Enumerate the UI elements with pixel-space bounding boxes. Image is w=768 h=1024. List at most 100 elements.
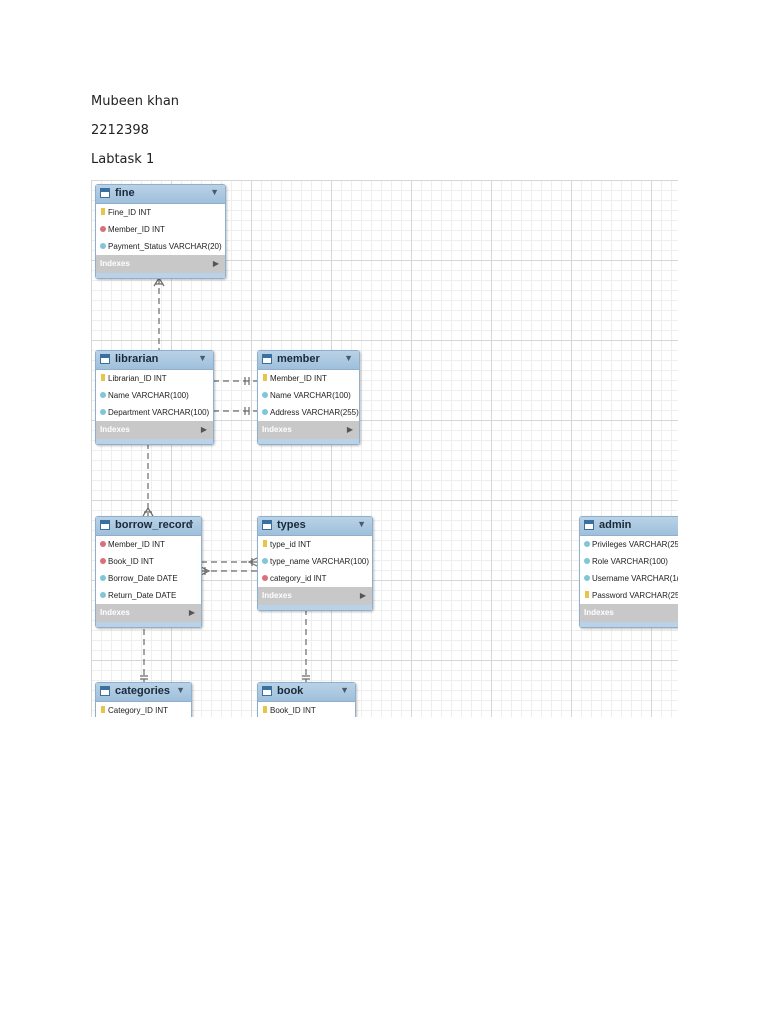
column-row[interactable]: Fine_ID INT bbox=[96, 204, 225, 221]
column-row[interactable]: type_name VARCHAR(100) bbox=[258, 553, 372, 570]
table-member[interactable]: member ▼ Member_ID INT Name VARCHAR(100)… bbox=[257, 350, 360, 445]
table-footer bbox=[258, 605, 372, 610]
bar-book bbox=[302, 675, 310, 680]
table-librarian[interactable]: librarian ▼ Librarian_ID INT Name VARCHA… bbox=[95, 350, 214, 445]
column-text: Privileges VARCHAR(25 bbox=[592, 540, 678, 549]
table-fine[interactable]: fine ▼ Fine_ID INT Member_ID INT Payment… bbox=[95, 184, 226, 279]
column-row[interactable]: Name VARCHAR(100) bbox=[96, 387, 213, 404]
table-header[interactable]: admin bbox=[580, 517, 678, 536]
table-header[interactable]: librarian ▼ bbox=[96, 351, 213, 370]
key-icon bbox=[585, 591, 589, 598]
indexes-bar[interactable]: Indexes bbox=[580, 604, 678, 622]
indexes-bar[interactable]: Indexes▶ bbox=[258, 421, 359, 439]
table-borrow-record[interactable]: borrow_record ▼ Member_ID INT Book_ID IN… bbox=[95, 516, 202, 628]
table-icon bbox=[262, 520, 272, 530]
indexes-bar[interactable]: Indexes▶ bbox=[96, 604, 201, 622]
column-row[interactable]: Privileges VARCHAR(25 bbox=[580, 536, 678, 553]
column-row[interactable]: Book_ID INT bbox=[96, 553, 201, 570]
key-icon bbox=[101, 374, 105, 381]
table-footer bbox=[96, 439, 213, 444]
relationship-lines bbox=[140, 276, 310, 682]
indexes-bar[interactable]: Indexes▶ bbox=[96, 255, 225, 273]
column-row[interactable]: Payment_Status VARCHAR(20) bbox=[96, 238, 225, 255]
table-types[interactable]: types ▼ type_id INT type_name VARCHAR(10… bbox=[257, 516, 373, 611]
column-row[interactable]: Role VARCHAR(100) bbox=[580, 553, 678, 570]
column-text: type_name VARCHAR(100) bbox=[270, 557, 370, 566]
table-header[interactable]: borrow_record ▼ bbox=[96, 517, 201, 536]
column-text: Book_ID INT bbox=[270, 706, 316, 715]
column-text: Book_ID INT bbox=[108, 557, 154, 566]
table-name: admin bbox=[599, 519, 632, 531]
table-categories[interactable]: categories ▼ Category_ID INT bbox=[95, 682, 192, 717]
student-id: 2212398 bbox=[91, 123, 149, 138]
collapse-caret-icon[interactable]: ▼ bbox=[340, 685, 349, 695]
attribute-icon bbox=[584, 558, 590, 564]
indexes-bar[interactable]: Indexes▶ bbox=[258, 587, 372, 605]
attribute-icon bbox=[584, 575, 590, 581]
indexes-bar[interactable]: Indexes▶ bbox=[96, 421, 213, 439]
table-book[interactable]: book ▼ Book_ID INT bbox=[257, 682, 356, 717]
table-icon bbox=[100, 520, 110, 530]
table-header[interactable]: fine ▼ bbox=[96, 185, 225, 204]
collapse-caret-icon[interactable]: ▼ bbox=[210, 187, 219, 197]
attribute-icon bbox=[100, 592, 106, 598]
column-text: Borrow_Date DATE bbox=[108, 574, 178, 583]
key-icon bbox=[263, 374, 267, 381]
table-header[interactable]: book ▼ bbox=[258, 683, 355, 702]
table-footer bbox=[96, 622, 201, 627]
column-row[interactable]: Category_ID INT bbox=[96, 702, 191, 717]
bar-member-2 bbox=[244, 407, 250, 415]
table-icon bbox=[100, 188, 110, 198]
column-row[interactable]: Member_ID INT bbox=[258, 370, 359, 387]
bar-categories bbox=[140, 675, 148, 680]
table-admin[interactable]: admin Privileges VARCHAR(25 Role VARCHAR… bbox=[579, 516, 678, 628]
column-row[interactable]: Member_ID INT bbox=[96, 536, 201, 553]
column-text: Fine_ID INT bbox=[108, 208, 152, 217]
er-diagram-canvas[interactable]: fine ▼ Fine_ID INT Member_ID INT Payment… bbox=[91, 180, 678, 717]
column-text: category_id INT bbox=[270, 574, 327, 583]
table-header[interactable]: types ▼ bbox=[258, 517, 372, 536]
column-text: Member_ID INT bbox=[108, 540, 165, 549]
column-row[interactable]: Department VARCHAR(100) bbox=[96, 404, 213, 421]
column-row[interactable]: Member_ID INT bbox=[96, 221, 225, 238]
foreign-key-icon bbox=[100, 558, 106, 564]
table-name: borrow_record bbox=[115, 519, 193, 531]
expand-arrow-icon[interactable]: ▶ bbox=[188, 608, 195, 617]
column-text: Member_ID INT bbox=[270, 374, 327, 383]
column-row[interactable]: type_id INT bbox=[258, 536, 372, 553]
expand-arrow-icon[interactable]: ▶ bbox=[359, 591, 366, 600]
collapse-caret-icon[interactable]: ▼ bbox=[344, 353, 353, 363]
column-row[interactable]: Librarian_ID INT bbox=[96, 370, 213, 387]
attribute-icon bbox=[262, 392, 268, 398]
expand-arrow-icon[interactable]: ▶ bbox=[346, 425, 353, 434]
key-icon bbox=[101, 706, 105, 713]
crowfoot-borrow-2 bbox=[200, 566, 211, 576]
column-row[interactable]: Borrow_Date DATE bbox=[96, 570, 201, 587]
table-header[interactable]: member ▼ bbox=[258, 351, 359, 370]
column-row[interactable]: Password VARCHAR(25 bbox=[580, 587, 678, 604]
author-name: Mubeen khan bbox=[91, 94, 180, 109]
expand-arrow-icon[interactable]: ▶ bbox=[200, 425, 207, 434]
table-header[interactable]: categories ▼ bbox=[96, 683, 191, 702]
column-text: Member_ID INT bbox=[108, 225, 165, 234]
table-icon bbox=[100, 354, 110, 364]
collapse-caret-icon[interactable]: ▼ bbox=[176, 685, 185, 695]
collapse-caret-icon[interactable]: ▼ bbox=[186, 519, 195, 529]
collapse-caret-icon[interactable]: ▼ bbox=[198, 353, 207, 363]
column-row[interactable]: Address VARCHAR(255) bbox=[258, 404, 359, 421]
column-text: type_id INT bbox=[270, 540, 311, 549]
attribute-icon bbox=[100, 392, 106, 398]
column-row[interactable]: Return_Date DATE bbox=[96, 587, 201, 604]
attribute-icon bbox=[262, 409, 268, 415]
key-icon bbox=[263, 540, 267, 547]
expand-arrow-icon[interactable]: ▶ bbox=[212, 259, 219, 268]
column-row[interactable]: Username VARCHAR(1( bbox=[580, 570, 678, 587]
column-text: Address VARCHAR(255) bbox=[270, 408, 359, 417]
collapse-caret-icon[interactable]: ▼ bbox=[357, 519, 366, 529]
column-row[interactable]: Name VARCHAR(100) bbox=[258, 387, 359, 404]
column-text: Name VARCHAR(100) bbox=[270, 391, 351, 400]
column-row[interactable]: Book_ID INT bbox=[258, 702, 355, 717]
table-footer bbox=[580, 622, 678, 627]
column-row[interactable]: category_id INT bbox=[258, 570, 372, 587]
task-title: Labtask 1 bbox=[91, 152, 155, 167]
